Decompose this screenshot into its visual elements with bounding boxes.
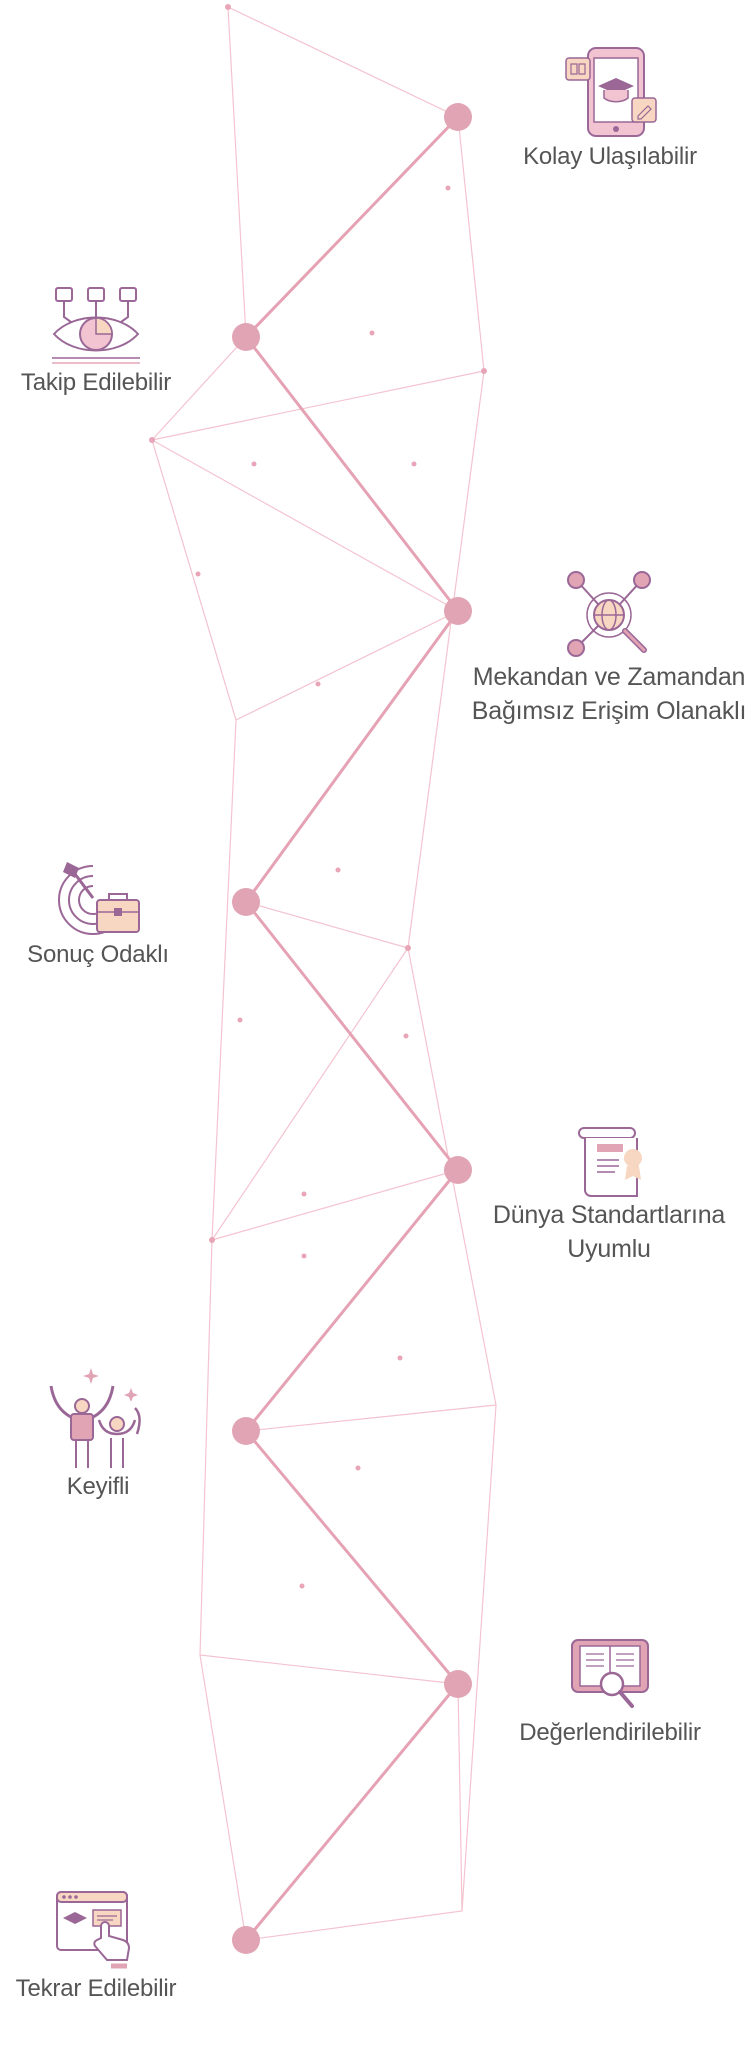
label-line: Sonuç Odaklı: [27, 941, 169, 968]
feature-dunya-standartlari: Dünya Standartlarına Uyumlu: [478, 1124, 740, 1266]
global-network-icon: [564, 570, 654, 660]
browser-click-icon: [51, 1888, 141, 1972]
label-line: Kolay Ulaşılabilir: [523, 143, 697, 170]
feature-tekrar-edilebilir: Tekrar Edilebilir: [6, 1888, 186, 2006]
feature-label: Dünya Standartlarına Uyumlu: [478, 1198, 740, 1266]
book-magnifier-icon: [568, 1636, 652, 1716]
feature-label: Değerlendirilebilir: [500, 1716, 720, 1750]
label-line: Tekrar Edilebilir: [15, 1975, 177, 2002]
label-line: Dünya Standartlarına: [492, 1201, 726, 1229]
label-line: Bağımsız Erişim Olanaklı: [471, 697, 747, 725]
feature-label: Sonuç Odaklı: [14, 938, 182, 972]
feature-label: Kolay Ulaşılabilir: [508, 140, 712, 174]
main-nodes: [232, 103, 472, 1954]
feature-sonuc-odakli: Sonuç Odaklı: [14, 858, 182, 972]
feature-keyifli: Keyifli: [30, 1364, 166, 1504]
label-line: Uyumlu: [567, 1235, 651, 1263]
eye-analytics-icon: [48, 282, 144, 366]
network-thin-lines: [151, 6, 497, 1941]
feature-label: Mekandan ve Zamandan Bağımsız Erişim Ola…: [468, 660, 750, 728]
feature-label: Keyifli: [30, 1470, 166, 1504]
celebrating-people-icon: [43, 1364, 153, 1470]
feature-label: Takip Edilebilir: [10, 366, 182, 400]
feature-degerlendirilebilir: Değerlendirilebilir: [500, 1636, 720, 1750]
feature-kolay-ulasilabilir: Kolay Ulaşılabilir: [508, 44, 712, 174]
label-line: Keyifli: [66, 1473, 130, 1500]
feature-label: Tekrar Edilebilir: [6, 1972, 186, 2006]
feature-takip-edilebilir: Takip Edilebilir: [10, 282, 182, 400]
target-briefcase-icon: [53, 858, 143, 938]
main-zigzag-line: [244, 115, 460, 1941]
label-line: Değerlendirilebilir: [519, 1719, 701, 1746]
mobile-learning-icon: [560, 44, 660, 140]
label-line: Mekandan ve Zamandan: [472, 663, 746, 691]
feature-mekandan-bagimsiz: Mekandan ve Zamandan Bağımsız Erişim Ola…: [468, 570, 750, 728]
certificate-scroll-icon: [569, 1124, 649, 1198]
network-small-dots: [149, 4, 487, 1589]
label-line: Takip Edilebilir: [20, 369, 172, 396]
